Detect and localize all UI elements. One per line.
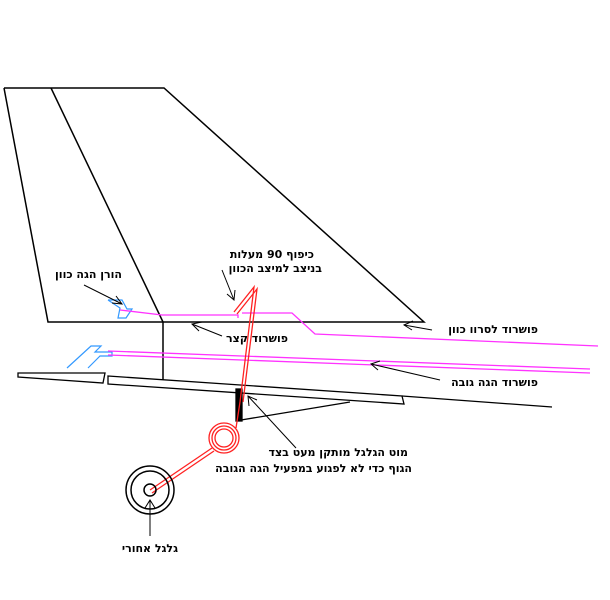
elevator-left: [17, 372, 106, 384]
wire-axle-2: [151, 450, 215, 494]
label-bend-2: בניצב למיצב הכוון: [229, 262, 323, 275]
short-rudder-rod: [119, 309, 239, 318]
arrow-bend: [221, 269, 236, 302]
elevator-rod-top: [107, 350, 591, 370]
elevator-rod-bottom: [107, 354, 591, 374]
rudder-servo-rod: [242, 312, 599, 347]
wire-axle-1: [149, 447, 213, 491]
label-rudder-horn: הורן הגה כוון: [55, 268, 122, 281]
wire-coil-1: [208, 422, 240, 454]
fin-hinge-line: [50, 87, 164, 323]
arrow-elevator-rod: [370, 360, 441, 381]
tail-wheel-wire: [149, 284, 258, 494]
label-short-rod: פושרוד קצר: [226, 332, 288, 345]
arrow-wheel: [144, 499, 156, 536]
stabilizer-trailing-line: [401, 395, 553, 408]
arrow-wire: [247, 395, 297, 449]
stabilizer-main: [107, 375, 405, 405]
label-bend-1: כיפוף 90 מעלות: [230, 248, 314, 261]
vertical-fin: [3, 87, 426, 381]
wire-coil-2: [211, 425, 237, 451]
wire-upper-2: [236, 286, 258, 403]
horns: [66, 299, 134, 369]
pushrods: [107, 309, 599, 374]
fin-outline: [3, 87, 426, 323]
label-wire-2: הגוף כדי לא לפגוע במפעיל הגה הגובה: [215, 462, 412, 475]
elevator-horn-shape: [66, 345, 113, 369]
horizontal-stabilizer: [17, 372, 553, 408]
arrow-servo-rod: [402, 320, 433, 331]
label-tail-wheel: גלגל אחורי: [122, 542, 178, 555]
labels: הורן הגה כוון כיפוף 90 מעלות בניצב למיצב…: [55, 248, 538, 555]
label-rudder-servo-rod: פושרוד לסרוו כוון: [448, 323, 538, 336]
arrow-rudder-horn: [83, 284, 124, 305]
tail-wheel-hub: [143, 483, 157, 497]
wire-upper: [233, 284, 255, 403]
rudder-horn-shape: [107, 299, 134, 319]
arrow-short-rod: [190, 321, 223, 337]
label-elevator-rod: פושרוד הגה גובה: [451, 376, 538, 389]
arrows: [83, 269, 441, 536]
wire-to-coil: [235, 401, 241, 429]
wire-coil-3: [214, 428, 234, 448]
label-wire-1: מוט הגלגל מותקן מעט בצד: [269, 446, 408, 459]
